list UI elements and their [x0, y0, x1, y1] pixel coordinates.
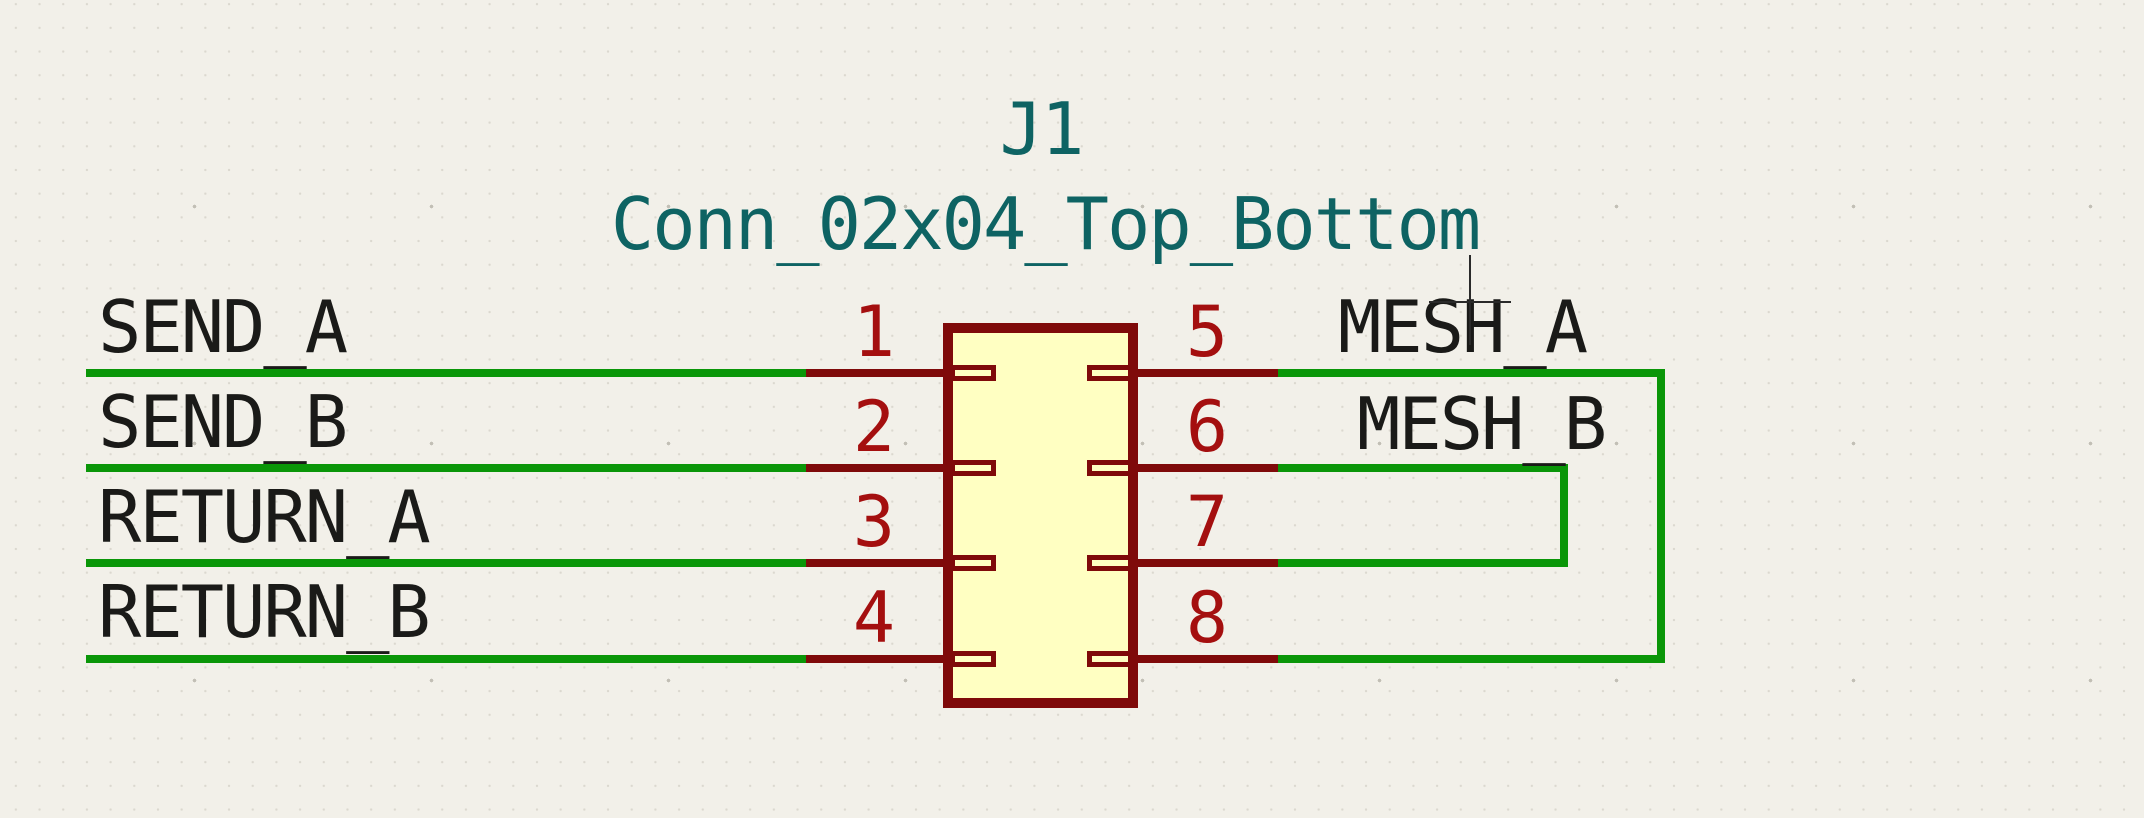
- wire-segment-mesh_b[interactable]: [1278, 559, 1568, 567]
- wire-segment-send_b[interactable]: [86, 464, 806, 472]
- wire-segment-mesh_a[interactable]: [1278, 369, 1665, 377]
- pin-6-number: 6: [1185, 386, 1229, 468]
- pin-8-notch: [1087, 651, 1133, 667]
- pin-2-number: 2: [852, 386, 896, 468]
- pin-5-line[interactable]: [1138, 369, 1278, 377]
- wire-segment-mesh_b[interactable]: [1278, 464, 1568, 472]
- net-label-return_b[interactable]: RETURN_B: [98, 570, 431, 654]
- pin-4-notch: [950, 651, 996, 667]
- pin-5-notch: [1087, 365, 1133, 381]
- net-label-send_a[interactable]: SEND_A: [98, 285, 348, 369]
- wire-segment-mesh_a[interactable]: [1657, 369, 1665, 663]
- component-reference[interactable]: J1: [999, 87, 1085, 171]
- wire-segment-return_b[interactable]: [86, 655, 806, 663]
- pin-1-notch: [950, 365, 996, 381]
- pin-6-line[interactable]: [1138, 464, 1278, 472]
- pin-8-line[interactable]: [1138, 655, 1278, 663]
- pin-4-line[interactable]: [806, 655, 943, 663]
- net-label-send_b[interactable]: SEND_B: [98, 380, 348, 464]
- pin-2-line[interactable]: [806, 464, 943, 472]
- pin-2-notch: [950, 460, 996, 476]
- net-label-mesh_a[interactable]: MESH_A: [1338, 285, 1588, 369]
- pin-3-notch: [950, 555, 996, 571]
- pin-5-number: 5: [1185, 291, 1229, 373]
- net-label-return_a[interactable]: RETURN_A: [98, 475, 431, 559]
- pin-3-number: 3: [852, 481, 896, 563]
- component-value[interactable]: Conn_02x04_Top_Bottom: [610, 182, 1481, 266]
- pin-7-number: 7: [1185, 481, 1229, 563]
- pin-7-notch: [1087, 555, 1133, 571]
- net-label-mesh_b[interactable]: MESH_B: [1357, 382, 1607, 466]
- pin-1-number: 1: [852, 291, 896, 373]
- connector-body[interactable]: [943, 323, 1138, 708]
- pin-8-number: 8: [1185, 577, 1229, 659]
- wire-segment-mesh_b[interactable]: [1560, 464, 1568, 567]
- pin-7-line[interactable]: [1138, 559, 1278, 567]
- crosshair-cursor-vertical: [1469, 255, 1471, 345]
- wire-segment-return_a[interactable]: [86, 559, 806, 567]
- wire-segment-send_a[interactable]: [86, 369, 806, 377]
- pin-4-number: 4: [852, 577, 896, 659]
- pin-3-line[interactable]: [806, 559, 943, 567]
- pin-6-notch: [1087, 460, 1133, 476]
- crosshair-cursor-horizontal: [1429, 301, 1511, 303]
- pin-1-line[interactable]: [806, 369, 943, 377]
- wire-segment-mesh_a[interactable]: [1278, 655, 1665, 663]
